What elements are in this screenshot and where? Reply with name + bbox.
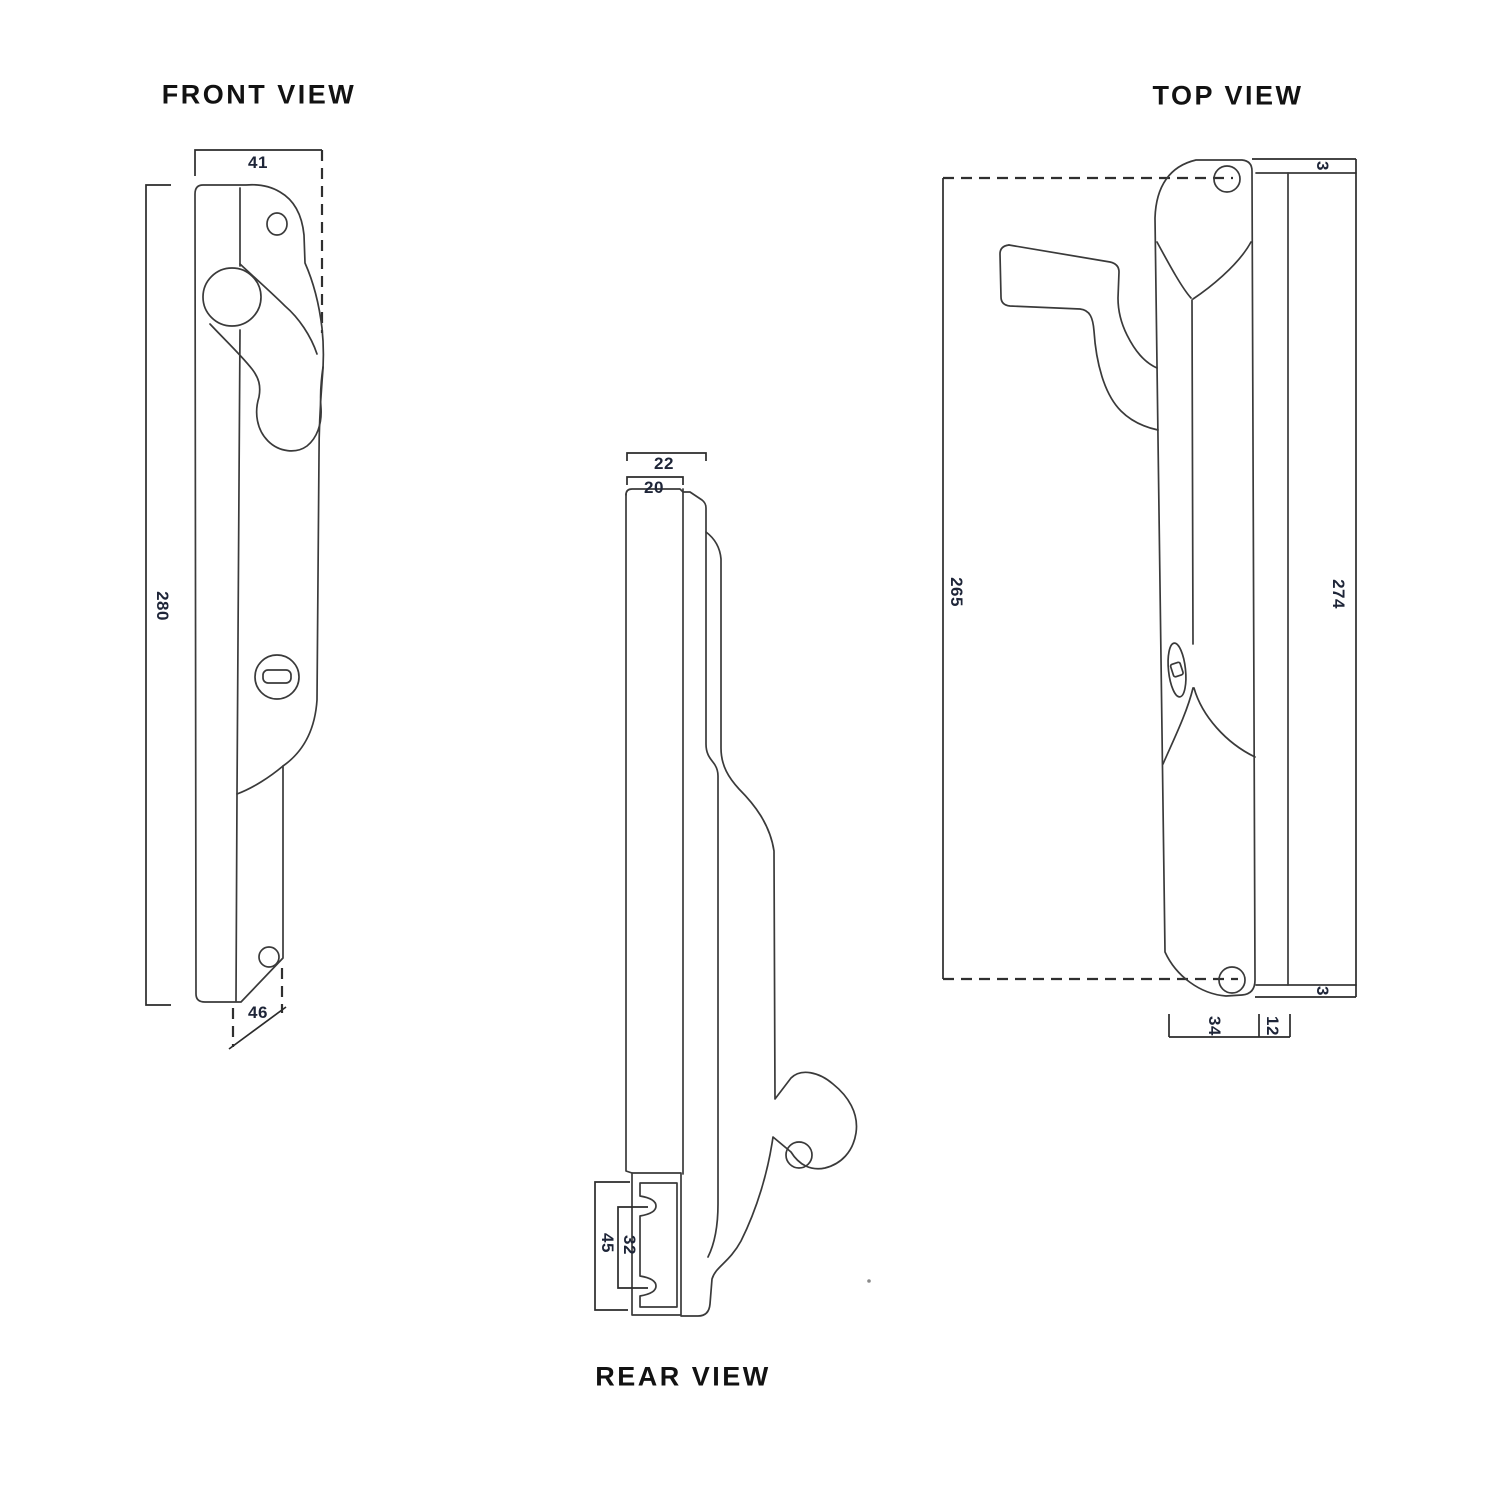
- front-bottom-screw-hole: [258, 946, 280, 968]
- rear-bracket-outer: [631, 1172, 682, 1316]
- front-keyhole-circle: [254, 654, 300, 700]
- top-plate-outline: [1154, 159, 1256, 997]
- dim-label-rear-notch-spacing: 32: [620, 1235, 639, 1255]
- top-view-drawing: [942, 158, 1357, 1038]
- front-plate-inner-edge: [235, 329, 241, 1002]
- top-surface-centerline: [1191, 299, 1194, 645]
- top-keyhole-slot: [1169, 661, 1184, 678]
- top-view-title: TOP VIEW: [1152, 80, 1304, 111]
- dim-label-front-width: 41: [248, 153, 268, 172]
- top-screw-hole-upper: [1213, 165, 1241, 193]
- front-diagonal-dimension-line: [228, 1006, 287, 1050]
- front-view-title: FRONT VIEW: [161, 79, 357, 110]
- rear-hook-pivot-circle: [785, 1141, 813, 1169]
- dim-label-rear-head-width: 22: [654, 454, 674, 473]
- dim-label-front-height: 280: [153, 591, 172, 621]
- rear-bracket-dimension-32: [617, 1206, 648, 1289]
- print-artifact-dot: [867, 1279, 871, 1283]
- front-lever-upper-edge: [239, 263, 318, 355]
- front-view-drawing: [145, 149, 325, 1050]
- rear-bracket-inner-with-notches: [639, 1182, 678, 1308]
- dim-label-top-gap-lower: 3: [1313, 986, 1332, 996]
- top-surface-contour-upper: [1156, 241, 1252, 300]
- dim-label-top-plate-depth: 34: [1205, 1016, 1224, 1036]
- front-width-dimension-line: [194, 149, 322, 176]
- rear-bracket-dimension-45: [594, 1181, 630, 1311]
- dim-label-top-overall-length: 274: [1329, 579, 1348, 609]
- dim-label-top-handle-length: 265: [947, 577, 966, 607]
- rear-view-drawing: [594, 452, 871, 1317]
- dim-label-rear-bar-width: 20: [644, 478, 664, 497]
- top-lever-lower-edge: [999, 244, 1159, 431]
- front-knob-circle: [202, 267, 262, 327]
- rear-bar-left-edge: [625, 493, 633, 1174]
- rear-bar-width-dimension: [626, 476, 684, 485]
- rear-profile-outline: [625, 488, 858, 1317]
- front-lever-arm: [209, 323, 324, 452]
- front-keyhole-slot: [262, 669, 292, 684]
- front-plate-fold-curve: [236, 765, 284, 795]
- dim-label-front-diagonal: 46: [248, 1003, 268, 1022]
- dim-label-rear-bracket-length: 45: [598, 1233, 617, 1253]
- top-depth-dimension-lines: [1168, 1014, 1291, 1038]
- top-surface-contour-lower: [1162, 687, 1256, 765]
- rear-head-width-dimension: [626, 452, 707, 461]
- rear-inner-contour: [705, 531, 719, 1258]
- front-height-dimension-line: [145, 184, 171, 1006]
- front-mount-screw-hole: [266, 212, 288, 236]
- top-lever-upper-edge: [1008, 244, 1158, 369]
- rear-view-title: REAR VIEW: [595, 1361, 771, 1392]
- top-screw-hole-lower: [1218, 966, 1246, 994]
- dim-label-top-gap-upper: 3: [1313, 161, 1332, 171]
- dim-label-top-keeper-depth: 12: [1263, 1016, 1282, 1036]
- top-keyhole-ellipse: [1167, 642, 1187, 698]
